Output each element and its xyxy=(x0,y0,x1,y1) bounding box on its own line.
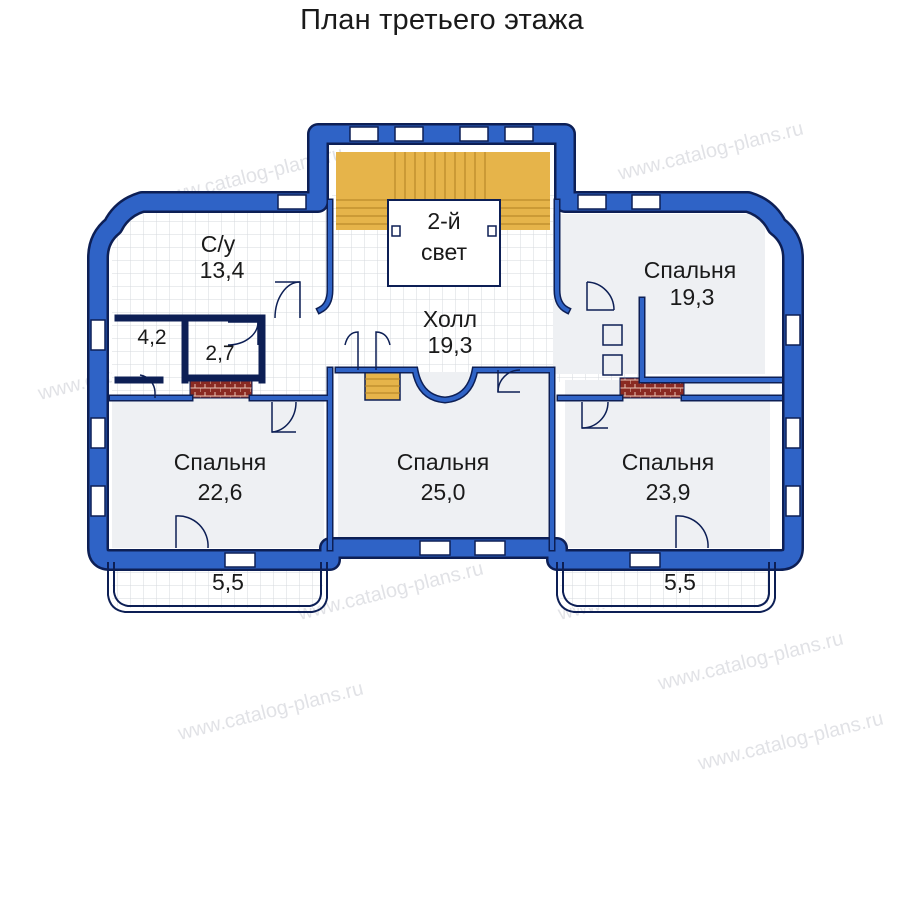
balcony-e-area: 5,5 xyxy=(664,569,696,595)
bathroom-floor xyxy=(112,212,332,398)
hall-area: 19,3 xyxy=(428,332,473,358)
outer-walls xyxy=(87,123,804,571)
bedroom-e-name: Спальня xyxy=(622,449,714,475)
bedroom-e-area: 23,9 xyxy=(646,479,691,505)
bedroom-c-area: 25,0 xyxy=(421,479,466,505)
bedroom-c-name: Спальня xyxy=(397,449,489,475)
storage-area-2: 2,7 xyxy=(205,342,234,365)
bedroom-ne-area: 19,3 xyxy=(670,284,715,310)
bedroom-e-floor xyxy=(565,380,770,548)
room-labels: С/у 13,4 4,2 2,7 2-й свет Холл 19,3 Спал… xyxy=(137,208,736,595)
bedroom-ne-name: Спальня xyxy=(644,257,736,283)
doors xyxy=(139,281,709,549)
plan-title: План третьего этажа xyxy=(300,4,584,36)
hall-name: Холл xyxy=(423,306,477,332)
storage-area-1: 4,2 xyxy=(137,326,166,349)
balcony-e-floor xyxy=(560,560,770,608)
balcony-w-area: 5,5 xyxy=(212,569,244,595)
bathroom-name: С/у xyxy=(201,231,236,257)
watermark-text: www.catalog-plans.ru xyxy=(695,708,886,776)
windows xyxy=(90,126,801,568)
second-light-line1: 2-й xyxy=(427,208,460,234)
stairs-main xyxy=(336,152,550,401)
watermark-text: www.catalog-plans.ru xyxy=(655,628,846,696)
bathroom-area: 13,4 xyxy=(200,257,245,283)
balconies xyxy=(107,562,776,613)
second-light-line2: свет xyxy=(421,239,467,265)
interior-walls xyxy=(108,198,784,552)
watermark-text: www.catalog-plans.ru xyxy=(615,118,806,186)
watermark-text: www.catalog-plans.ru xyxy=(175,678,366,746)
balcony-w-floor xyxy=(112,560,323,608)
bedroom-ne-floor xyxy=(553,214,765,374)
bedroom-w-name: Спальня xyxy=(174,449,266,475)
bedroom-w-area: 22,6 xyxy=(198,479,243,505)
